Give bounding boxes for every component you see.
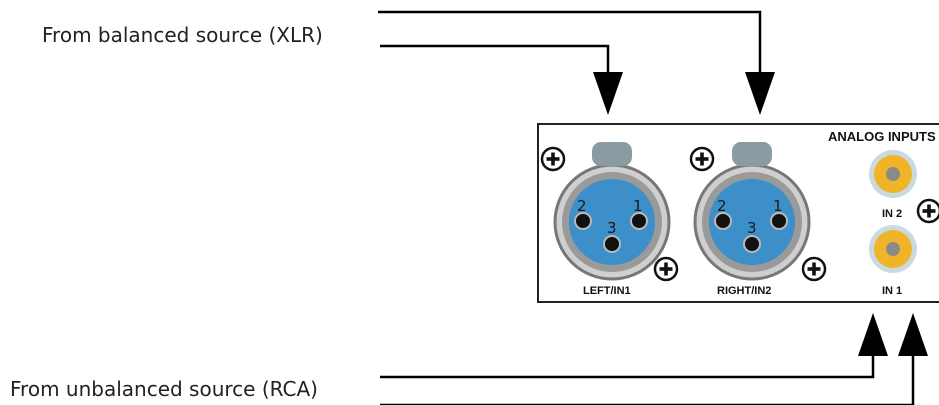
pin-3-hole (743, 235, 761, 253)
balanced-source-label: From balanced source (XLR) (42, 23, 323, 47)
analog-inputs-title: ANALOG INPUTS (828, 129, 936, 144)
xlr-body (569, 179, 655, 265)
xlr-body (709, 179, 795, 265)
xlr-latch (592, 142, 632, 166)
pin-2-label: 2 (717, 197, 727, 215)
right-in2-label: RIGHT/IN2 (717, 285, 771, 297)
screw-icon (801, 256, 827, 282)
in1-rca-line (380, 345, 875, 379)
right-xlr-line (378, 10, 762, 72)
left-in1-label: LEFT/IN1 (583, 285, 631, 297)
rca-center (886, 242, 900, 256)
pin-2-label: 2 (577, 197, 587, 215)
left-xlr-line (380, 44, 610, 72)
xlr-connector-left[interactable]: 2 1 3 LEFT/IN1 (553, 142, 671, 297)
rca-connector-in2[interactable]: IN 2 (869, 150, 917, 220)
pin-1-hole (770, 212, 788, 230)
in2-rca-line (380, 345, 915, 405)
arrow-down-icon (745, 72, 775, 115)
pin-2-hole (714, 212, 732, 230)
arrow-up-icon (898, 313, 928, 356)
arrowheads (593, 72, 928, 356)
pin-3-hole (603, 235, 621, 253)
in2-label: IN 2 (882, 208, 902, 220)
pin-1-label: 1 (773, 197, 783, 215)
rca-connector-in1[interactable]: IN 1 (869, 225, 917, 297)
screw-icon (689, 146, 715, 172)
arrow-up-icon (858, 313, 888, 356)
screws (540, 146, 939, 282)
screw-icon (540, 146, 566, 172)
pin-2-hole (574, 212, 592, 230)
xlr-connector-right[interactable]: 2 1 3 RIGHT/IN2 (693, 142, 811, 297)
xlr-latch (732, 142, 772, 166)
screw-icon (916, 198, 939, 224)
screw-icon (653, 256, 679, 282)
pin-1-label: 1 (633, 197, 643, 215)
in1-label: IN 1 (882, 285, 902, 297)
device-panel: ANALOG INPUTS 2 1 3 LEFT/IN1 2 1 (537, 123, 939, 303)
pin-1-hole (630, 212, 648, 230)
rca-center (886, 167, 900, 181)
arrow-down-icon (593, 72, 623, 115)
pin-3-label: 3 (747, 219, 757, 237)
unbalanced-source-label: From unbalanced source (RCA) (10, 377, 318, 401)
pin-3-label: 3 (607, 219, 617, 237)
